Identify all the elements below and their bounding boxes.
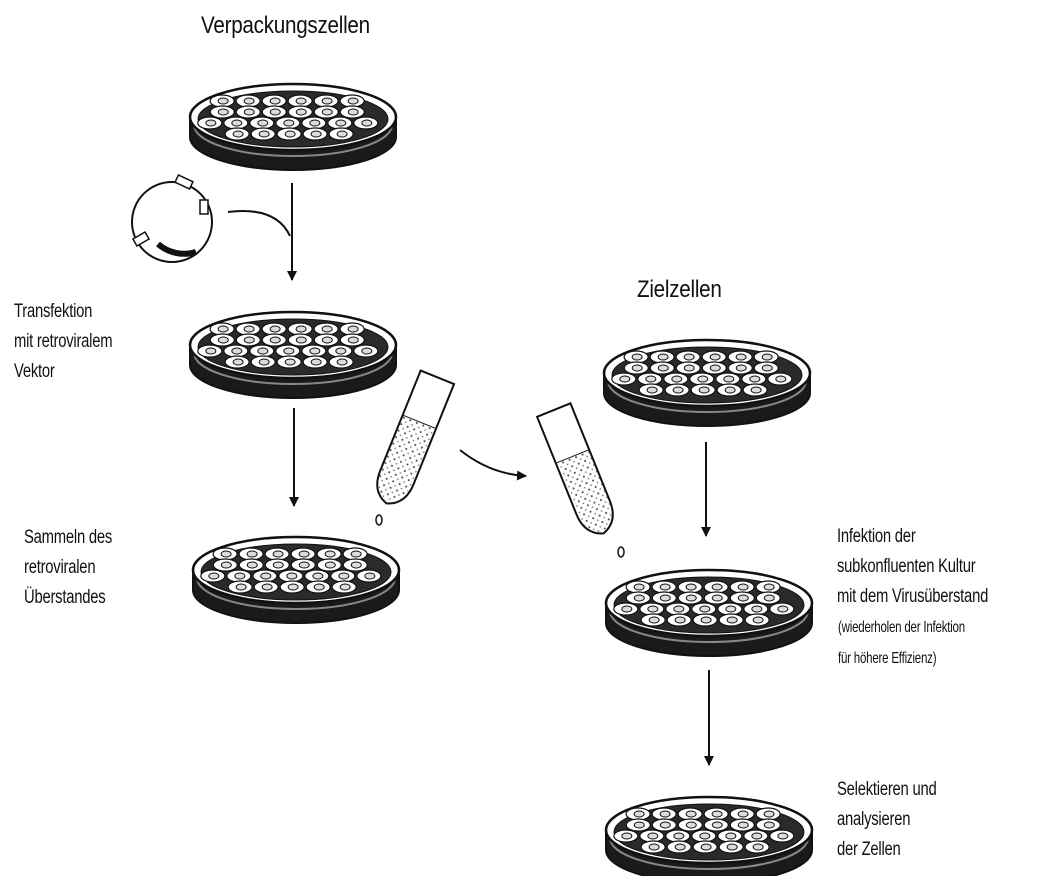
supernatant-tube xyxy=(370,371,454,511)
collect-line: retroviralen xyxy=(24,553,112,583)
plasmid-vector xyxy=(132,175,212,262)
infection-line: Infektion der xyxy=(837,522,988,552)
collect-line: Überstandes xyxy=(24,583,112,613)
infection-label: Infektion der subkonfluenten Kultur mit … xyxy=(837,522,988,612)
droplet-icon xyxy=(618,547,624,557)
transfer-tube-arrow xyxy=(460,450,526,476)
select-line: analysieren xyxy=(837,805,936,835)
infection-line: subkonfluenten Kultur xyxy=(837,552,988,582)
transfection-line: Transfektion xyxy=(14,297,112,327)
dish-selected-cells xyxy=(606,797,812,876)
infection-note-line: für höhere Effizienz) xyxy=(838,643,965,674)
transfection-label: Transfektion mit retroviralem Vektor xyxy=(14,297,112,387)
dish-transfected-cells xyxy=(190,312,396,398)
collect-supernatant-label: Sammeln des retroviralen Überstandes xyxy=(24,523,112,613)
select-line: der Zellen xyxy=(837,835,936,865)
droplet-icon xyxy=(376,515,382,525)
infection-note-line: (wiederholen der Infektion xyxy=(838,612,965,643)
dish-collect-supernatant xyxy=(193,537,399,623)
transfection-line: mit retroviralem xyxy=(14,327,112,357)
packaging-cells-title: Verpackungszellen xyxy=(201,12,370,40)
infection-note: (wiederholen der Infektion für höhere Ef… xyxy=(838,612,965,674)
infection-line: mit dem Virusüberstand xyxy=(837,582,988,612)
select-line: Selektieren und xyxy=(837,775,936,805)
select-analyze-label: Selektieren und analysieren der Zellen xyxy=(837,775,936,865)
dish-infected-cells xyxy=(606,570,812,656)
collect-line: Sammeln des xyxy=(24,523,112,553)
virus-tube xyxy=(537,403,620,540)
dish-target-cells xyxy=(604,340,810,426)
transfection-line: Vektor xyxy=(14,357,112,387)
target-cells-title: Zielzellen xyxy=(637,276,722,304)
transfer-curve-arrow xyxy=(228,211,290,236)
dish-packaging-cells xyxy=(190,84,396,170)
